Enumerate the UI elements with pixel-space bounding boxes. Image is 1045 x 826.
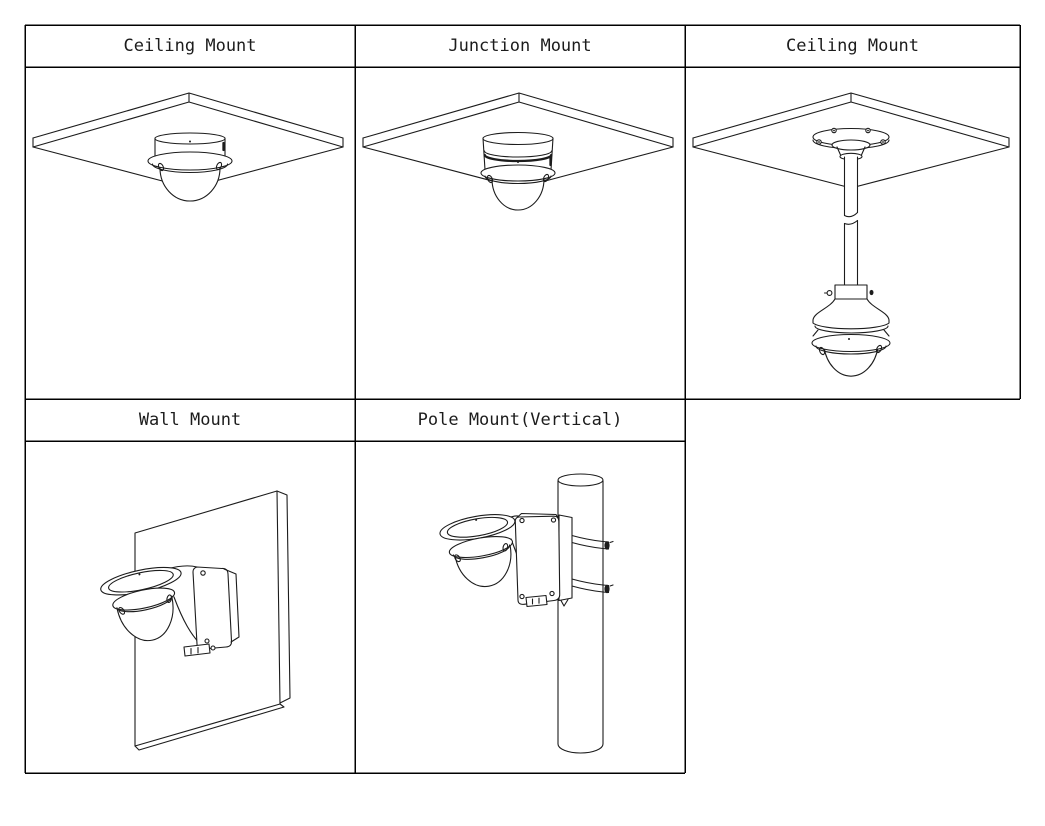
pole-bracket-icon — [504, 512, 573, 608]
wall-bracket-icon — [166, 565, 240, 657]
junction-box-dome-camera-icon — [480, 131, 556, 211]
header-label: Ceiling Mount — [785, 36, 920, 56]
ceiling-mount-2-illustration — [692, 92, 1010, 377]
pole-strap-upper-icon — [569, 534, 614, 550]
header-cell-wall-mount: Wall Mount — [25, 399, 355, 441]
pole-strap-lower-icon — [569, 577, 614, 594]
ceiling-panel-icon — [362, 92, 674, 189]
wall-panel-icon — [134, 490, 291, 751]
header-label: Junction Mount — [448, 36, 592, 56]
ceiling-mount-1-illustration — [32, 92, 344, 202]
tilted-dome-camera-icon — [100, 566, 182, 642]
ceiling-plate-icon — [812, 127, 890, 161]
pendant-pole-icon — [843, 156, 859, 286]
header-label: Pole Mount(Vertical) — [417, 410, 623, 430]
bell-adapter-icon — [812, 284, 890, 334]
header-label: Ceiling Mount — [123, 36, 257, 56]
header-cell-pole-mount: Pole Mount(Vertical) — [355, 399, 685, 441]
header-label: Wall Mount — [138, 410, 242, 430]
header-cell-ceiling-mount-1: Ceiling Mount — [25, 25, 355, 67]
wall-mount-illustration — [100, 490, 291, 751]
junction-mount-illustration — [362, 92, 674, 211]
pendant-dome-camera-icon — [811, 329, 891, 377]
pole-mount-illustration — [439, 473, 614, 754]
mini-dome-camera-icon — [147, 132, 233, 202]
header-cell-ceiling-mount-2: Ceiling Mount — [685, 25, 1020, 67]
header-cell-junction-mount: Junction Mount — [355, 25, 685, 67]
tilted-dome-camera-icon — [439, 514, 516, 588]
